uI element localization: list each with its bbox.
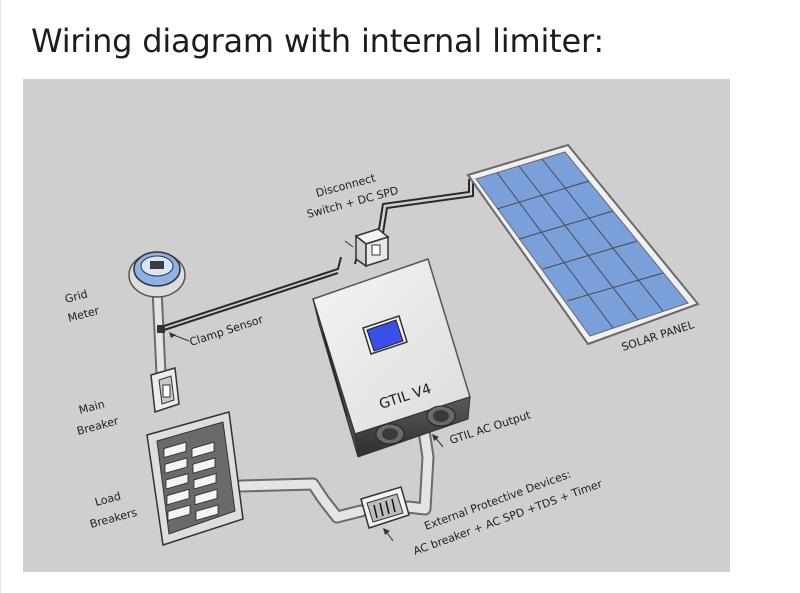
main-breaker: Main Breaker (75, 367, 180, 438)
wiring-diagram-svg: SOLAR PANEL Disconnect Switch + DC SPD (63, 143, 700, 558)
inverter-fans (375, 405, 456, 445)
main-breaker-label-line1: Main (77, 398, 106, 417)
wiring-diagram: SOLAR PANEL Disconnect Switch + DC SPD (23, 79, 730, 572)
protective-devices: External Protective Devices: AC breaker … (360, 468, 604, 558)
inverter-gtil: GTIL V4 (312, 258, 471, 458)
left-border (0, 0, 1, 593)
load-breakers-label-line1: Load (93, 490, 122, 509)
page-title: Wiring diagram with internal limiter: (31, 22, 604, 60)
clamp-sensor: Clamp Sensor (157, 313, 265, 349)
grid-meter: Grid Meter (63, 251, 186, 325)
grid-meter-label-line1: Grid (63, 287, 89, 306)
load-breakers-label-line2: Breakers (88, 506, 138, 531)
grid-meter-label-line2: Meter (66, 304, 101, 325)
main-breaker-label-line2: Breaker (75, 414, 120, 438)
solar-panel: SOLAR PANEL (466, 143, 700, 354)
load-breakers: Load Breakers (88, 411, 244, 546)
